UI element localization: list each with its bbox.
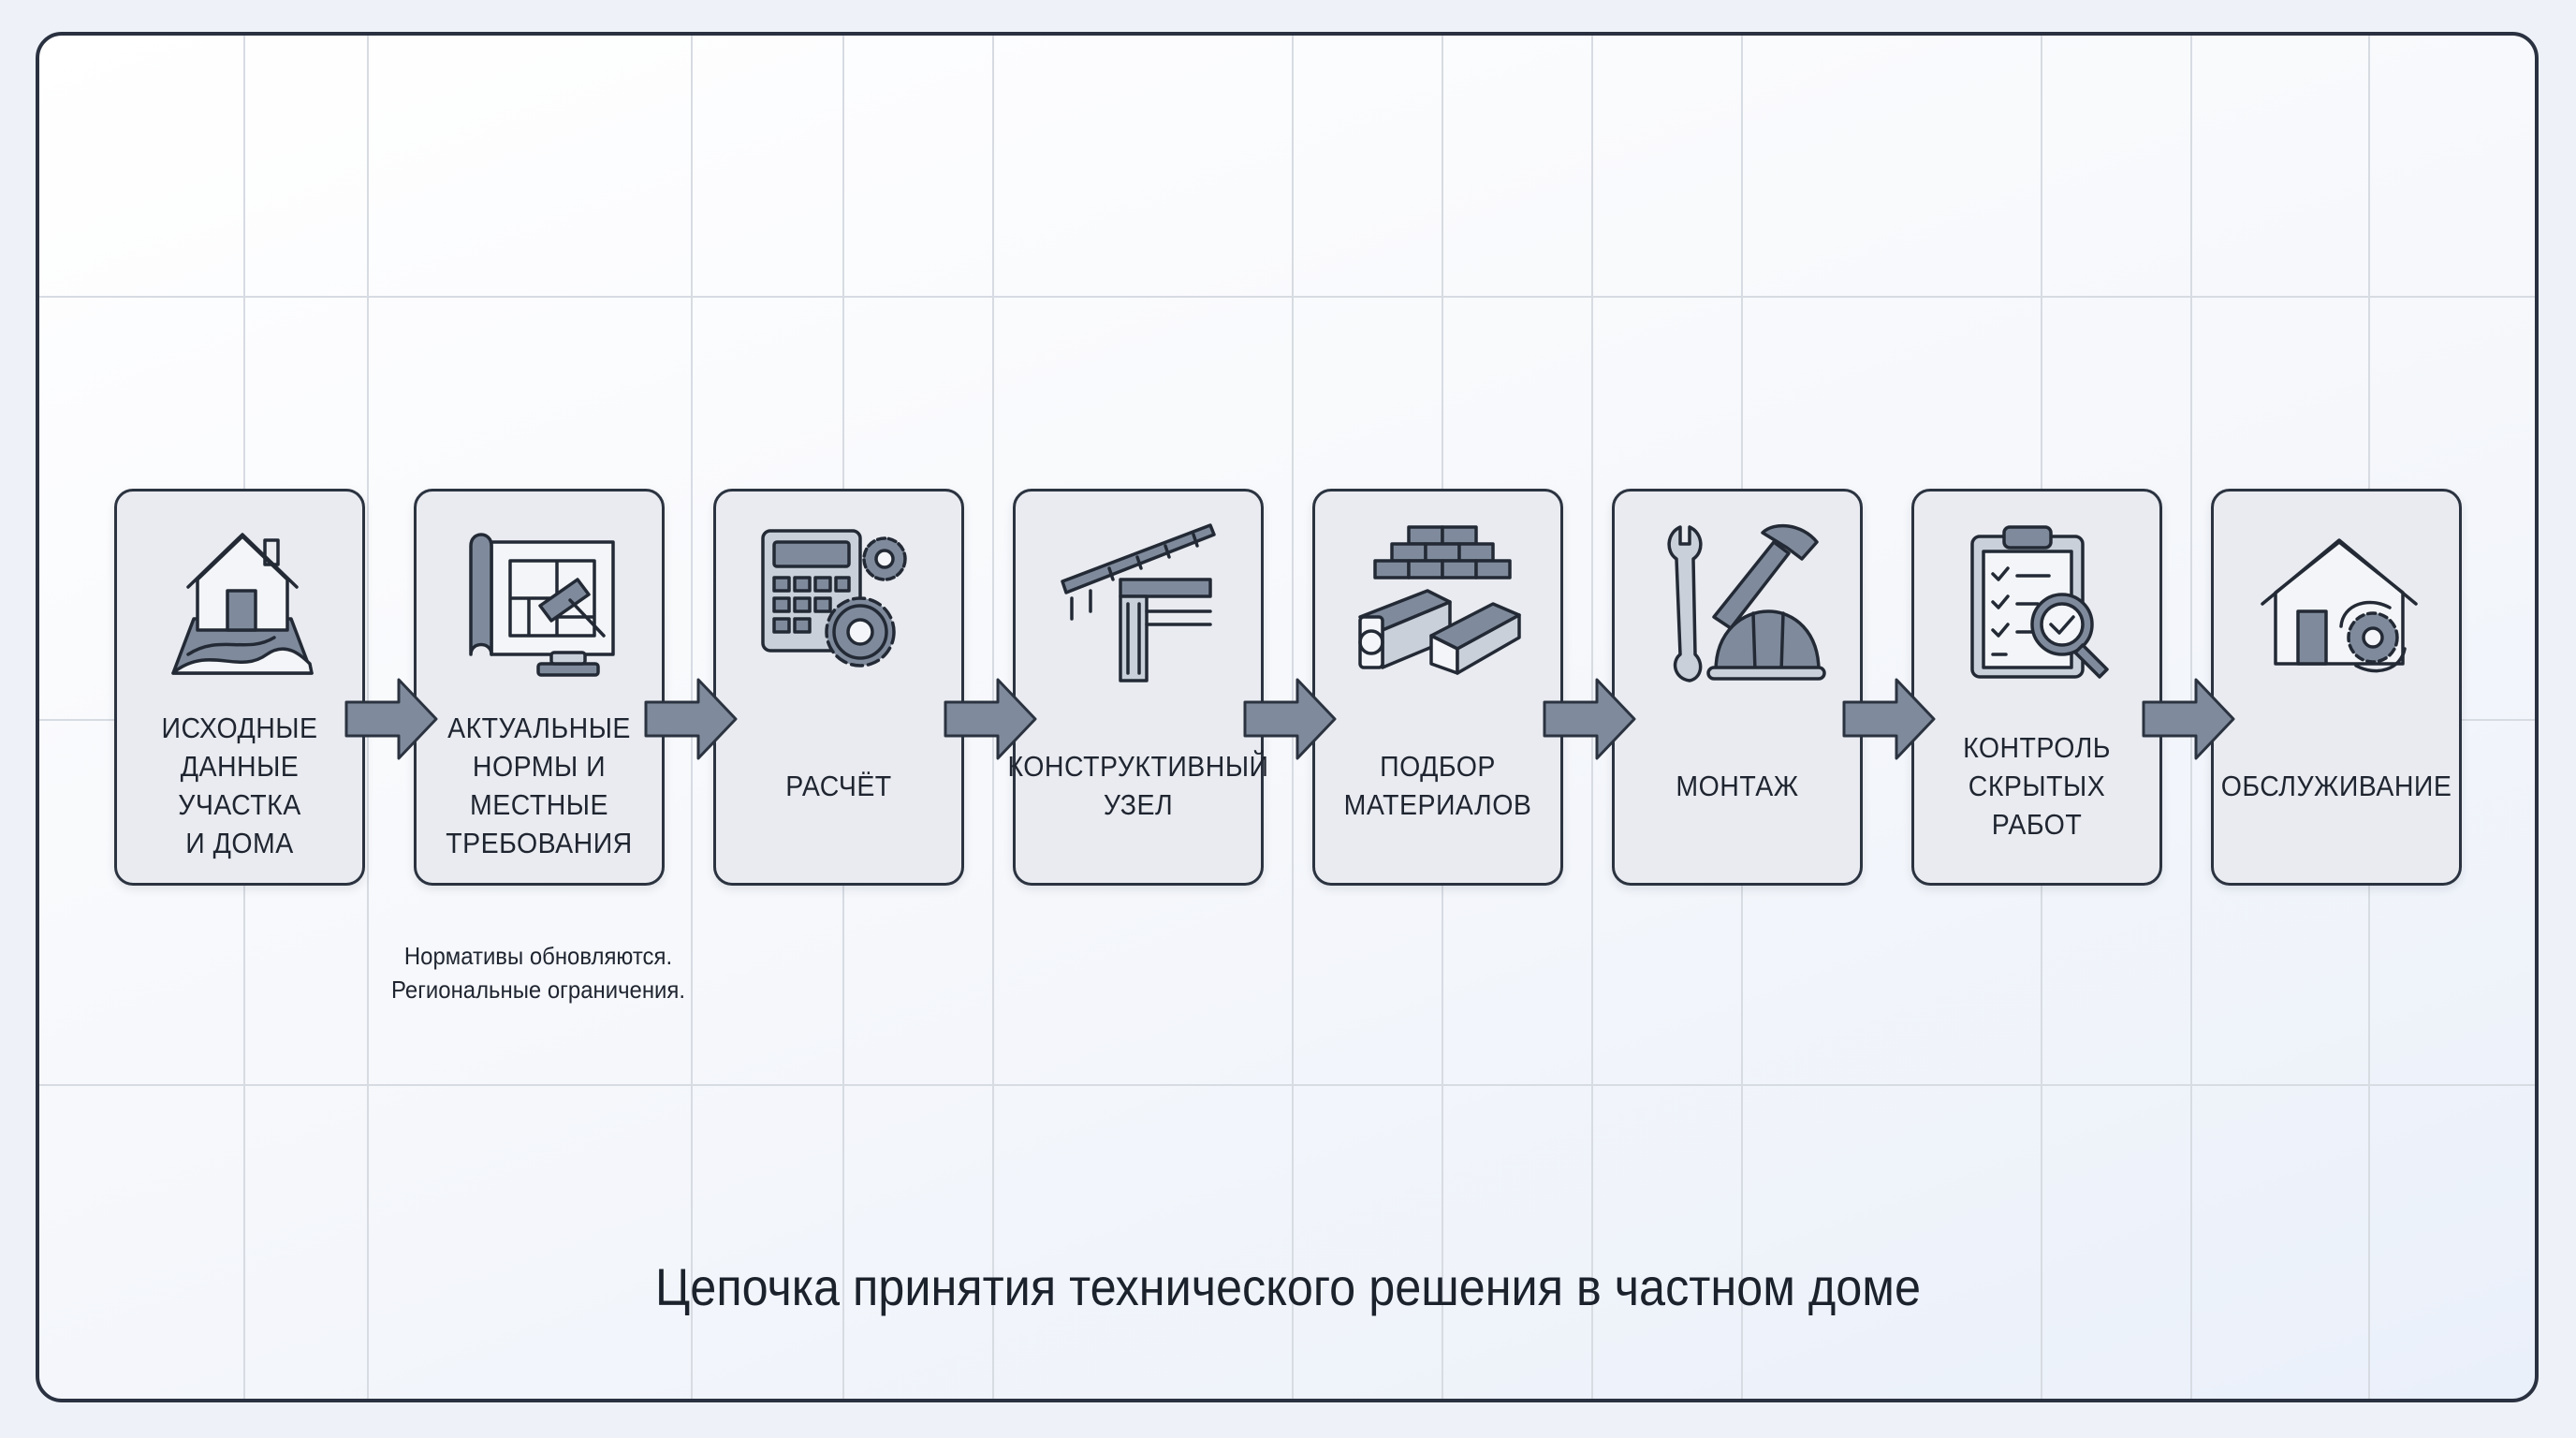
step-label: КОНСТРУКТИВНЫЙ УЗЕЛ [1007,750,1269,821]
step-label: КОНТРОЛЬ СКРЫТЫХ РАБОТ [1963,730,2111,841]
house-service-gear-icon [2251,514,2427,690]
note-line: Региональные ограничения. [390,976,686,1004]
tools-helmet-icon [1652,514,1828,690]
step-card-maintenance: ОБСЛУЖИВАНИЕ [2211,489,2462,886]
step-label: ОБСЛУЖИВАНИЕ [2220,769,2452,802]
step-label: ПОДБОР МАТЕРИАЛОВ [1343,750,1532,821]
step-label: РАСЧЁТ [785,769,892,802]
diagram-title: Цепочка принятия технического решения в … [655,1257,1921,1316]
note-line: Нормативы обновляются. [403,942,673,970]
step-label: ИСХОДНЫЕ ДАННЫЕ УЧАСТКА И ДОМА [161,712,318,859]
step-card-materials: ПОДБОР МАТЕРИАЛОВ [1312,489,1563,886]
calculator-gears-icon [754,514,929,690]
bricks-timber-icon [1353,514,1529,690]
blueprint-gavel-icon [454,514,630,690]
arrow-right-icon [944,676,1037,762]
clipboard-inspection-icon [1952,514,2128,690]
step-card-calculation: РАСЧЁТ [713,489,964,886]
step-card-structural-joint: КОНСТРУКТИВНЫЙ УЗЕЛ [1007,489,1269,886]
house-on-terrain-icon [154,514,330,690]
step-card-installation: МОНТАЖ [1612,489,1863,886]
step-card-norms: АКТУАЛЬНЫЕ НОРМЫ И МЕСТНЫЕ ТРЕБОВАНИЯ [414,489,665,886]
arrow-right-icon [2142,676,2235,762]
arrow-right-icon [644,676,738,762]
arrow-right-icon [1243,676,1337,762]
arrow-right-icon [344,676,438,762]
step-label: МОНТАЖ [1676,769,1799,802]
step-label: АКТУАЛЬНЫЕ НОРМЫ И МЕСТНЫЕ ТРЕБОВАНИЯ [446,712,633,859]
arrow-right-icon [1543,676,1636,762]
step-card-hidden-works-control: КОНТРОЛЬ СКРЫТЫХ РАБОТ [1911,489,2162,886]
arrow-right-icon [1842,676,1936,762]
roof-joint-icon [1053,514,1229,690]
step-card-initial-data: ИСХОДНЫЕ ДАННЫЕ УЧАСТКА И ДОМА [114,489,365,886]
